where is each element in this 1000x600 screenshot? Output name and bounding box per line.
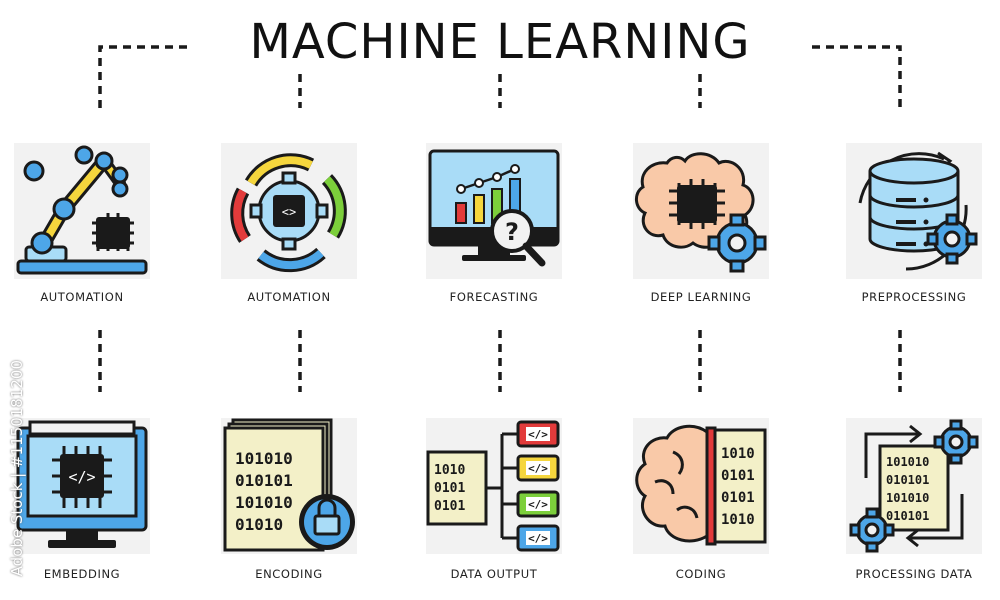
svg-text:</>: </>: [528, 532, 548, 545]
icon-label: PREPROCESSING: [861, 290, 967, 304]
svg-text:<>: <>: [282, 205, 296, 219]
embedding-tile: </>: [14, 418, 150, 554]
svg-text:010101: 010101: [886, 473, 929, 487]
icon-label: EMBEDDING: [43, 567, 121, 581]
brain-binary-icon: 1010 0101 0101 1010: [635, 424, 767, 546]
robot-arm-icon: [16, 145, 148, 275]
svg-text:101010: 101010: [886, 491, 929, 505]
processing-data-tile: 101010 010101 101010 010101: [846, 418, 982, 554]
icon-label: DATA OUTPUT: [450, 567, 538, 581]
svg-text:?: ?: [505, 218, 519, 246]
stock-watermark-id: Adobe Stock | #1150181200: [8, 360, 26, 577]
monitor-chart-search-icon: ?: [428, 149, 560, 267]
svg-text:01010: 01010: [235, 515, 283, 534]
icon-label: PROCESSING DATA: [855, 567, 973, 581]
svg-text:010101: 010101: [235, 471, 293, 490]
svg-text:010101: 010101: [886, 509, 929, 523]
data-output-tile: 1010 0101 0101 </> </> </> </>: [426, 418, 562, 554]
svg-text:101010: 101010: [886, 455, 929, 469]
encoding-tile: 101010 010101 101010 01010: [221, 418, 357, 554]
svg-text:</>: </>: [528, 498, 548, 511]
icon-label: AUTOMATION: [247, 290, 331, 304]
automation-cycle-tile: <>: [221, 143, 357, 279]
cycle-gear-chip-icon: <>: [230, 153, 347, 273]
svg-text:0101: 0101: [721, 490, 755, 506]
binary-docs-lock-icon: 101010 010101 101010 01010: [223, 418, 355, 552]
icon-label: CODING: [675, 567, 727, 581]
monitor-chip-icon: </>: [16, 420, 148, 548]
icon-label: ENCODING: [255, 567, 323, 581]
icon-label: AUTOMATION: [40, 290, 124, 304]
svg-text:0101: 0101: [434, 499, 465, 514]
svg-text:1010: 1010: [721, 446, 755, 462]
svg-text:0101: 0101: [721, 468, 755, 484]
forecasting-tile: ?: [426, 143, 562, 279]
svg-text:1010: 1010: [434, 463, 465, 478]
page-title: MACHINE LEARNING: [249, 14, 751, 70]
svg-text:101010: 101010: [235, 493, 293, 512]
svg-text:</>: </>: [528, 428, 548, 441]
database-gear-icon: [858, 151, 978, 271]
binary-doc-gears-icon: 101010 010101 101010 010101: [849, 419, 979, 553]
icon-label: FORECASTING: [449, 290, 539, 304]
svg-text:</>: </>: [528, 462, 548, 475]
svg-text:101010: 101010: [235, 449, 293, 468]
icon-label: DEEP LEARNING: [650, 290, 752, 304]
deep-learning-tile: [633, 143, 769, 279]
svg-text:1010: 1010: [721, 512, 755, 528]
automation-tile: [14, 143, 150, 279]
binary-code-tree-icon: 1010 0101 0101 </> </> </> </>: [426, 420, 560, 552]
coding-tile: 1010 0101 0101 1010: [633, 418, 769, 554]
svg-text:0101: 0101: [434, 481, 465, 496]
preprocessing-tile: [846, 143, 982, 279]
svg-text:</>: </>: [68, 468, 95, 486]
brain-chip-gear-icon: [635, 152, 767, 273]
